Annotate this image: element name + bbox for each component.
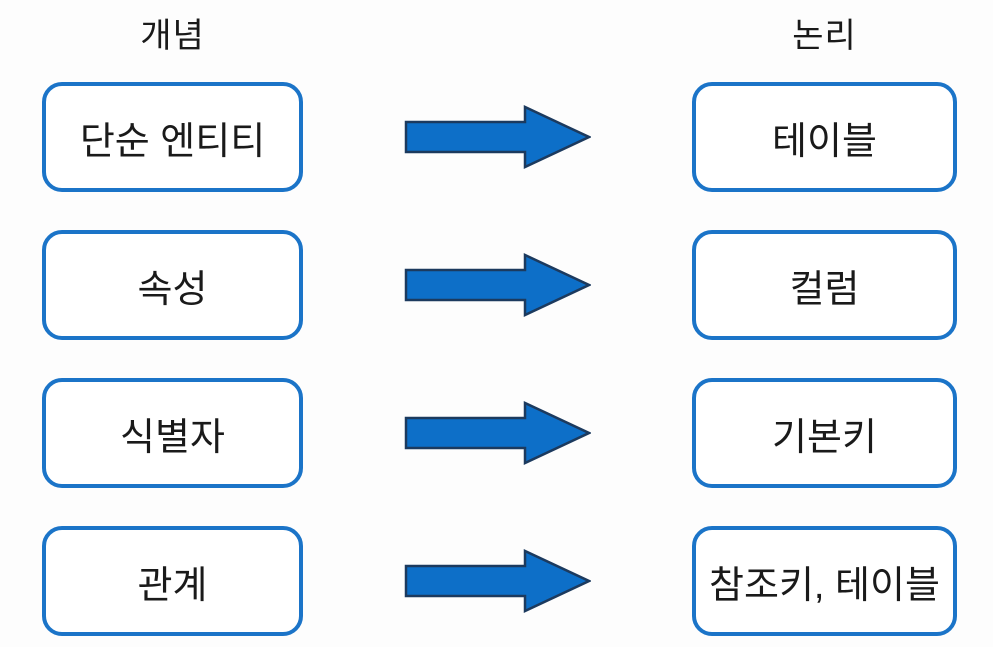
concept-box-identifier: 식별자 — [42, 378, 303, 488]
logic-box-column: 컬럼 — [692, 230, 957, 340]
concept-box-attribute: 속성 — [42, 230, 303, 340]
column-header-logic: 논리 — [792, 17, 857, 55]
right-arrow-icon — [404, 401, 591, 465]
right-arrow-icon — [404, 253, 591, 317]
logic-box-primary-key: 기본키 — [692, 378, 957, 488]
logic-box-table: 테이블 — [692, 82, 957, 192]
concept-box-relationship: 관계 — [42, 526, 303, 636]
right-arrow-icon — [404, 105, 591, 169]
right-arrow-icon — [404, 549, 591, 613]
column-header-concept: 개념 — [140, 17, 205, 55]
concept-box-simple-entity: 단순 엔티티 — [42, 82, 303, 192]
logic-box-foreign-key-table: 참조키, 테이블 — [692, 526, 957, 636]
